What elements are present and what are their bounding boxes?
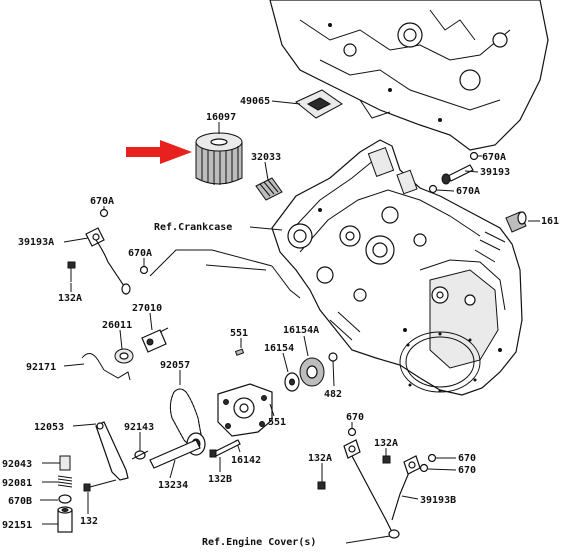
callout-12053: 12053 xyxy=(34,422,64,433)
oring-670B xyxy=(58,494,72,504)
callout-161: 161 xyxy=(541,216,559,227)
spring-92081 xyxy=(57,475,73,488)
callout-670-r3: 670 xyxy=(458,465,476,476)
oil-pipe-r xyxy=(351,455,411,533)
bolt-39193-top xyxy=(441,164,474,185)
banjo-bolt-r2 xyxy=(403,455,421,475)
callout-16154A: 16154A xyxy=(283,325,319,336)
ref-engine-cover-label: Ref.Engine Cover(s) xyxy=(202,536,316,548)
oring-670A-left xyxy=(99,208,109,218)
callout-132B: 132B xyxy=(208,474,232,485)
gasket-plate-49065 xyxy=(295,89,343,119)
callout-32033: 32033 xyxy=(251,152,281,163)
callout-13234: 13234 xyxy=(158,480,188,491)
bolt-132 xyxy=(83,479,117,492)
callout-670A-mid: 670A xyxy=(456,186,480,197)
callout-551-top: 551 xyxy=(230,328,248,339)
callout-92171: 92171 xyxy=(26,362,56,373)
callout-482: 482 xyxy=(324,389,342,400)
pin-551-top xyxy=(234,348,245,356)
sprocket-shaft xyxy=(149,432,206,469)
callout-670B: 670B xyxy=(8,496,32,507)
callout-132: 132 xyxy=(80,516,98,527)
callout-49065: 49065 xyxy=(240,96,270,107)
callout-39193B: 39193B xyxy=(420,495,456,506)
callout-92043: 92043 xyxy=(2,459,32,470)
ref-crankcase-label: Ref.Crankcase xyxy=(154,222,232,233)
upper-casing-drawing xyxy=(269,0,549,151)
callout-670A-left2: 670A xyxy=(128,248,152,259)
switch-27010 xyxy=(141,327,169,353)
rotor-16154 xyxy=(284,372,300,392)
oil-pipe xyxy=(95,239,131,295)
washer-92143 xyxy=(131,450,149,460)
oring-670A-left2 xyxy=(139,265,149,275)
callout-132A-r: 132A xyxy=(308,453,332,464)
callout-92151: 92151 xyxy=(2,520,32,531)
clamp-92171 xyxy=(81,353,131,381)
chain-guide-12053 xyxy=(95,421,129,481)
bolt-132A-r xyxy=(317,476,326,490)
callout-16154: 16154 xyxy=(264,343,294,354)
rotor-16154A xyxy=(299,357,325,387)
callout-39193-top: 39193 xyxy=(480,167,510,178)
sensor-26011 xyxy=(114,348,134,364)
bolt-132B xyxy=(209,439,241,458)
callout-132A-r2: 132A xyxy=(374,438,398,449)
oil-pump-body xyxy=(217,383,273,437)
collar-92043 xyxy=(59,455,71,471)
sensor-161 xyxy=(505,211,527,233)
bolt-132A xyxy=(67,261,76,282)
crankcase-drawing xyxy=(271,139,523,396)
oil-filter-16097 xyxy=(195,132,243,185)
bolt-39193A xyxy=(85,227,105,247)
highlight-arrow xyxy=(126,140,192,164)
callout-26011: 26011 xyxy=(102,320,132,331)
oring-670-r2 xyxy=(427,453,437,463)
callout-92081: 92081 xyxy=(2,478,32,489)
plug-92151 xyxy=(57,506,73,533)
callout-670A-left: 670A xyxy=(90,196,114,207)
oring-670-r3 xyxy=(419,463,429,473)
callout-551-bot: 551 xyxy=(268,417,286,428)
fitting-bottom xyxy=(388,529,400,539)
callout-670A-top: 670A xyxy=(482,152,506,163)
callout-670-r2: 670 xyxy=(458,453,476,464)
callout-92143: 92143 xyxy=(124,422,154,433)
callout-132A: 132A xyxy=(58,293,82,304)
callout-16097: 16097 xyxy=(206,112,236,123)
callout-27010: 27010 xyxy=(132,303,162,314)
bolt-132A-r2 xyxy=(382,455,391,464)
callout-16142: 16142 xyxy=(231,455,261,466)
stud-32033 xyxy=(255,177,283,201)
callout-670-r1: 670 xyxy=(346,412,364,423)
oring-482 xyxy=(328,352,338,362)
callout-92057: 92057 xyxy=(160,360,190,371)
oring-670A-top xyxy=(469,151,479,161)
oring-670A-mid xyxy=(428,184,438,194)
banjo-bolt-r1 xyxy=(343,439,361,459)
callout-39193A: 39193A xyxy=(18,237,54,248)
oring-670-r1 xyxy=(347,427,357,437)
